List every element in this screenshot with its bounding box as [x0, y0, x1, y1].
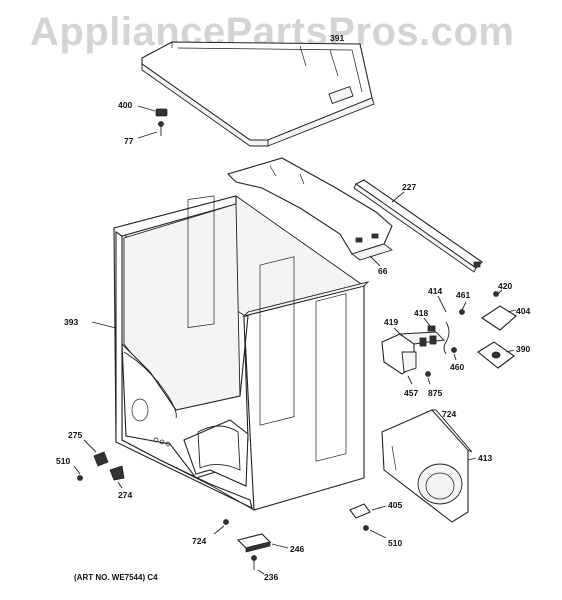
label-413: 413 — [478, 453, 492, 463]
label-405: 405 — [388, 500, 402, 510]
label-414: 414 — [428, 286, 442, 296]
label-391: 391 — [330, 33, 344, 43]
screw-875 — [425, 371, 431, 385]
top-panel-391 — [141, 41, 375, 147]
label-461: 461 — [456, 290, 470, 300]
screw-724-bottom — [213, 519, 229, 535]
label-418: 418 — [414, 308, 428, 318]
screw-510-right — [363, 525, 387, 539]
leg-246 — [236, 533, 289, 553]
clip-414 — [437, 295, 450, 355]
cover-390 — [477, 341, 515, 369]
bracket-457 — [401, 351, 417, 385]
plate-404 — [481, 305, 517, 331]
label-419: 419 — [384, 317, 398, 327]
label-77: 77 — [124, 136, 134, 146]
label-274: 274 — [118, 490, 132, 500]
label-400: 400 — [118, 100, 132, 110]
label-875: 875 — [428, 388, 442, 398]
label-510-right: 510 — [388, 538, 402, 548]
top-brace-66 — [226, 157, 393, 267]
screw-236 — [251, 555, 265, 575]
screw-510-left — [73, 465, 83, 481]
clip-405 — [349, 503, 387, 519]
label-246: 246 — [290, 544, 304, 554]
label-510-left: 510 — [56, 456, 70, 466]
clip-418 — [423, 317, 436, 332]
label-724-bottom: 724 — [192, 536, 206, 546]
label-275: 275 — [68, 430, 82, 440]
switch-275 — [83, 439, 109, 467]
switch-274 — [109, 465, 125, 489]
rail-227 — [353, 179, 483, 273]
screw-461 — [459, 301, 467, 315]
label-457: 457 — [404, 388, 418, 398]
label-236: 236 — [264, 572, 278, 582]
label-460: 460 — [450, 362, 464, 372]
cabinet-393 — [91, 195, 370, 511]
label-66: 66 — [378, 266, 388, 276]
label-404: 404 — [516, 306, 530, 316]
label-420: 420 — [498, 281, 512, 291]
screw-460 — [451, 347, 457, 361]
label-724-right: 724 — [442, 409, 456, 419]
label-227: 227 — [402, 182, 416, 192]
label-390: 390 — [516, 344, 530, 354]
label-393: 393 — [64, 317, 78, 327]
screw-77 — [137, 121, 164, 139]
art-number: (ART NO. WE7544) C4 — [74, 573, 158, 582]
front-panel-413 — [381, 409, 477, 523]
clip-400 — [137, 105, 168, 117]
screw-420 — [493, 289, 503, 297]
